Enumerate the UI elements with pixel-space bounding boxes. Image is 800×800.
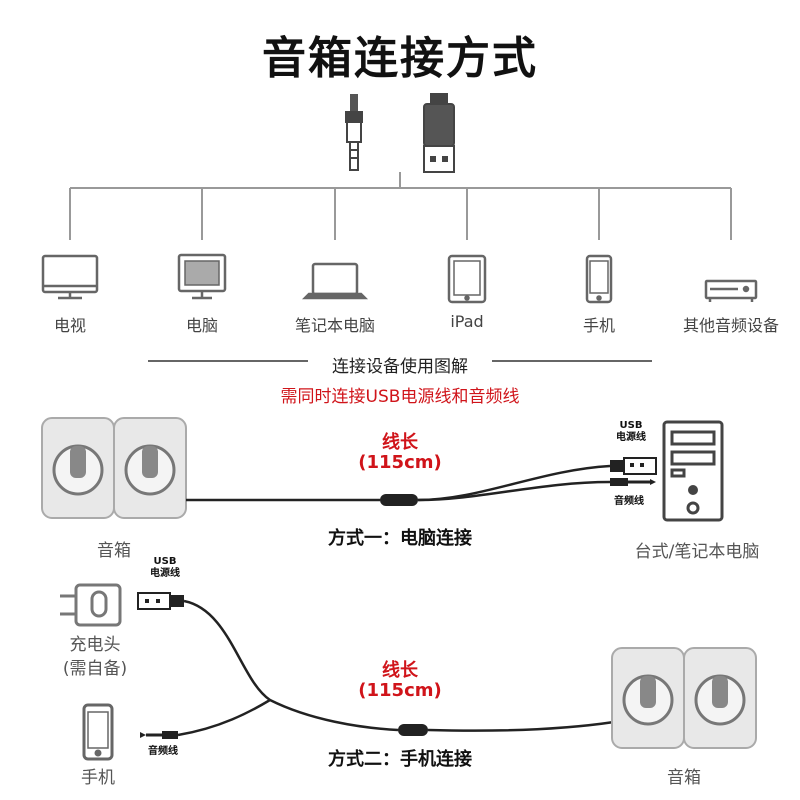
- inline-volume-control-2: [398, 724, 428, 736]
- audio-label-2: 音频线: [148, 746, 178, 757]
- device-label-phone: 手机: [582, 316, 615, 335]
- cable-2: [177, 599, 615, 737]
- usb-plug-icon: [423, 93, 455, 173]
- device-label-audio-device: 其他音频设备: [682, 316, 779, 335]
- charger-icon: [60, 583, 122, 627]
- method-2-label: 方式二：手机连接: [328, 749, 472, 770]
- laptop-icon: [301, 262, 369, 300]
- tv-icon: [41, 254, 99, 300]
- section-subtitle: 连接设备使用图解: [332, 357, 468, 377]
- speaker-pair-2: [611, 647, 757, 749]
- cable-length-value-2: (115cm): [358, 680, 442, 701]
- cable-length-value-1: (115cm): [358, 452, 442, 473]
- speaker-label-2: 音箱: [667, 768, 701, 788]
- device-label-ipad: iPad: [450, 312, 484, 331]
- charger-label: 充电头: [69, 635, 121, 655]
- cable-1: [186, 464, 611, 502]
- device-label-computer: 电脑: [185, 316, 218, 335]
- audio-label-1: 音频线: [614, 496, 644, 507]
- audio-connector-2: [140, 731, 178, 739]
- device-tree-lines: [69, 172, 732, 240]
- computer-label: 台式/笔记本电脑: [634, 542, 760, 562]
- cable-length-title-1: 线长: [382, 432, 418, 453]
- usb-connector-2: [137, 592, 184, 610]
- phone-icon: [585, 254, 613, 304]
- computer-tower-icon: [662, 420, 724, 522]
- phone-label: 手机: [81, 768, 115, 788]
- usb-connector-1: [610, 457, 657, 475]
- page-title: 音箱连接方式: [262, 33, 538, 84]
- audio-connector-1: [610, 478, 656, 486]
- inline-volume-control-1: [380, 494, 418, 506]
- speaker-pair-1: [41, 417, 187, 519]
- usb-label-2: USB 电源线: [150, 556, 180, 579]
- method-1-label: 方式一：电脑连接: [328, 528, 472, 549]
- charger-note: (需自备): [62, 659, 128, 679]
- device-label-laptop: 笔记本电脑: [294, 316, 375, 335]
- usb-label-1: USB 电源线: [616, 420, 646, 443]
- audio-device-icon: [704, 279, 758, 302]
- cable-length-title-2: 线长: [382, 660, 418, 681]
- device-label-tv: 电视: [53, 316, 86, 335]
- audio-jack-icon: [345, 94, 363, 171]
- desktop-monitor-icon: [177, 253, 227, 300]
- speaker-label-1: 音箱: [97, 541, 131, 561]
- phone-icon-2: [82, 703, 114, 761]
- usage-note: 需同时连接USB电源线和音频线: [280, 387, 520, 407]
- tablet-icon: [447, 254, 487, 304]
